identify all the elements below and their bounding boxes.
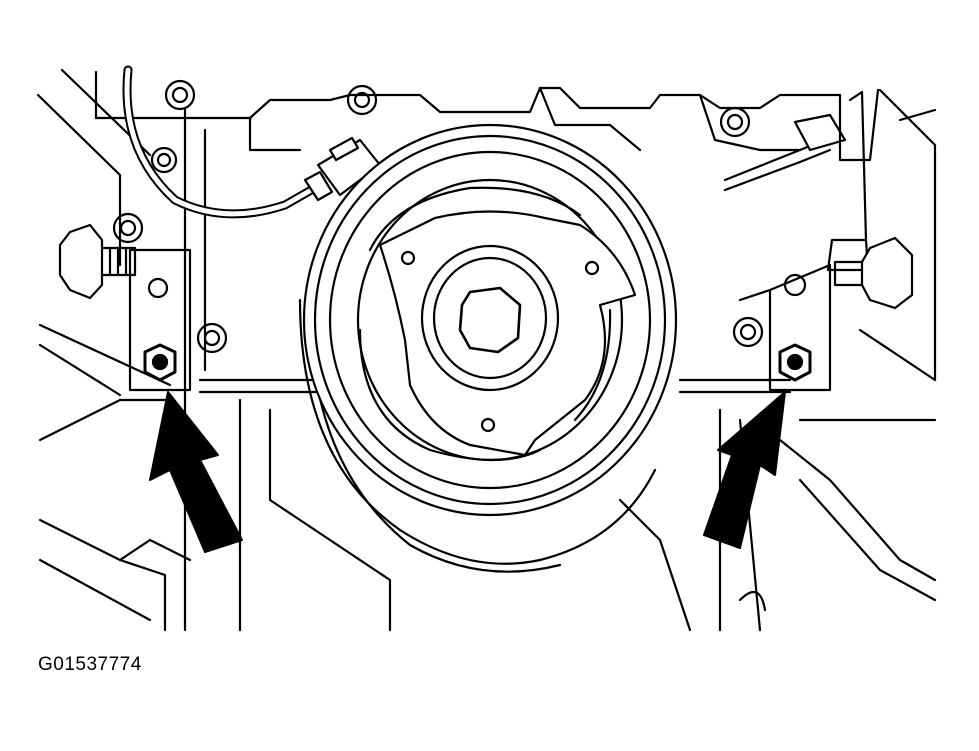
side-hex-bolts — [58, 223, 914, 310]
wire-harness — [122, 65, 880, 272]
pointer-arrows — [149, 391, 786, 553]
crankshaft-pulley — [298, 123, 678, 573]
left-arrow — [149, 391, 243, 553]
engine-block-outline — [36, 68, 937, 632]
cover-bolts — [112, 79, 807, 354]
target-nuts — [143, 343, 812, 382]
figure-id-label: G01537774 — [38, 654, 142, 675]
right-arrow — [703, 391, 786, 549]
